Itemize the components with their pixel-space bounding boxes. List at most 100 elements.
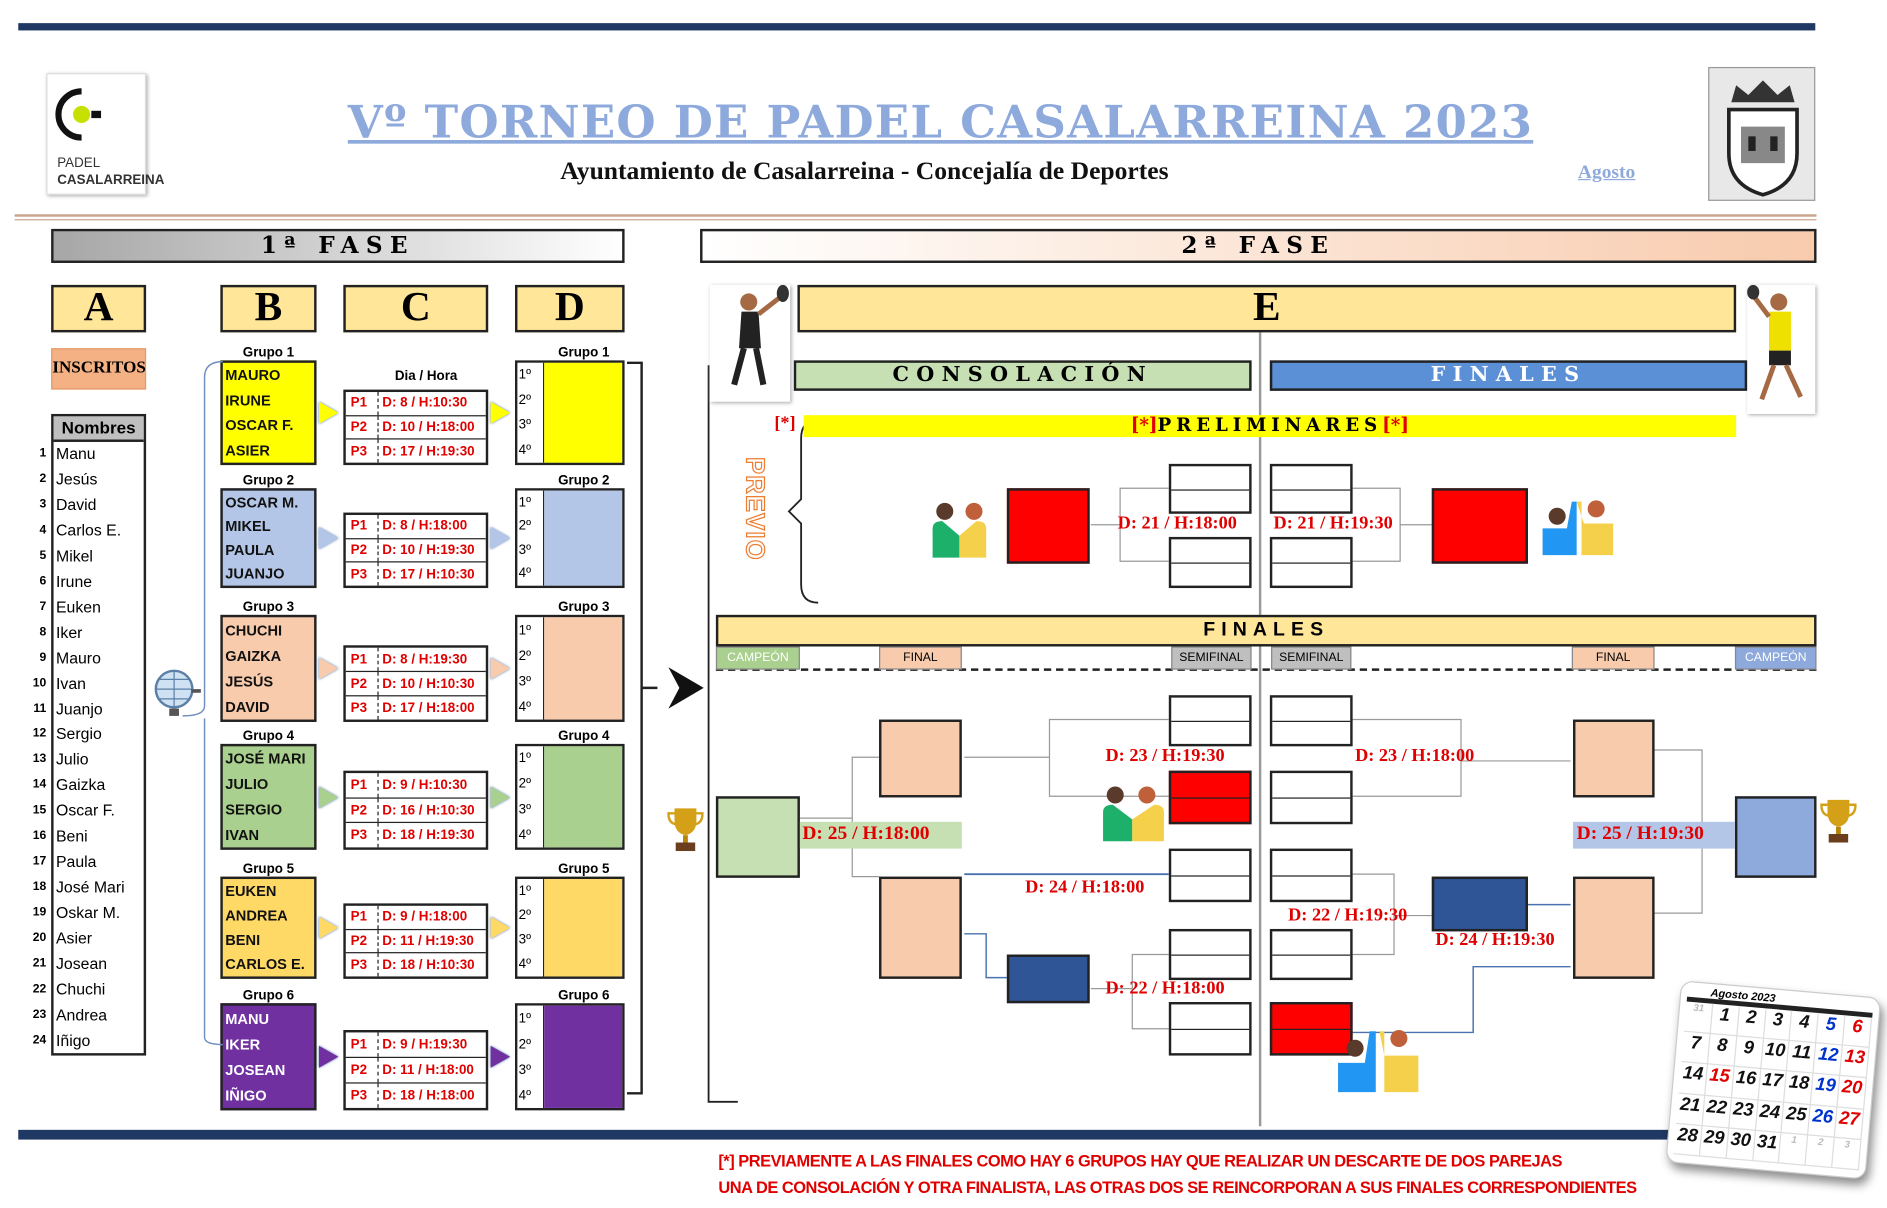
final-right-time: D: 25 / H:19:30 — [1576, 823, 1704, 844]
calendar-day[interactable]: 25 — [1781, 1102, 1812, 1136]
calendar-day[interactable]: 31 — [1752, 1130, 1782, 1164]
calendar-day[interactable]: 12 — [1813, 1043, 1844, 1077]
player-left-image — [709, 284, 791, 402]
player-name: CARLOS E. — [225, 955, 305, 973]
player-name: IÑIGO — [225, 1086, 267, 1104]
name-value: Iñigo — [56, 1031, 91, 1050]
standings-fill — [544, 746, 623, 848]
semifinal-slot — [1269, 928, 1353, 981]
name-value: Jesús — [56, 469, 98, 489]
name-number: 8 — [39, 625, 47, 639]
player-name: OSCAR M. — [225, 494, 299, 512]
town-crest — [1708, 66, 1816, 201]
calendar-day[interactable]: 16 — [1731, 1067, 1761, 1101]
match-id: P3 — [346, 823, 379, 848]
calendar-day[interactable]: 27 — [1835, 1107, 1865, 1140]
calendar-day[interactable]: 11 — [1787, 1041, 1817, 1075]
arrow-right-icon — [318, 657, 339, 680]
semi-right-top-time: D: 23 / H:18:00 — [1355, 746, 1475, 766]
calendar-day[interactable]: 28 — [1673, 1123, 1703, 1157]
calendar-day[interactable]: 19 — [1811, 1074, 1841, 1108]
calendar-day[interactable]: 13 — [1840, 1045, 1870, 1079]
calendar-day[interactable]: 30 — [1726, 1128, 1756, 1162]
calendar-day[interactable]: 23 — [1728, 1097, 1759, 1131]
calendar-day[interactable]: 1 — [1779, 1132, 1809, 1166]
calendar-day[interactable]: 3 — [1763, 1008, 1793, 1042]
name-number: 14 — [32, 778, 47, 792]
calendar-day[interactable]: 26 — [1808, 1104, 1838, 1138]
calendar-day[interactable]: 1 — [1710, 1003, 1740, 1037]
name-number: 6 — [39, 574, 47, 588]
name-number: 7 — [39, 599, 47, 614]
calendar-day[interactable]: 4 — [1790, 1010, 1820, 1044]
calendar-day[interactable]: 17 — [1758, 1069, 1788, 1103]
player-name: JOSÉ MARI — [225, 750, 306, 768]
name-number: 2 — [39, 472, 47, 486]
left-mid-time: D: 24 / H:18:00 — [1025, 877, 1145, 898]
player-name: MANU — [225, 1009, 270, 1027]
name-value: Manu — [56, 444, 96, 463]
consolacion-bar: CONSOLACIÓN — [793, 360, 1252, 391]
player-name: GAIZKA — [225, 647, 282, 665]
calendar-day[interactable]: 24 — [1755, 1100, 1785, 1133]
player-name: EUKEN — [225, 882, 277, 900]
position-label: 1º — [518, 751, 532, 767]
match-date-time: D: 18 / H:18:00 — [382, 1088, 475, 1104]
group-label-d: Grupo 1 — [558, 345, 610, 361]
match-id: P3 — [346, 953, 379, 977]
calendar-day[interactable]: 31 — [1683, 1001, 1714, 1035]
name-number: 20 — [32, 931, 47, 945]
final-right-slot — [1573, 876, 1655, 979]
player-name: DAVID — [225, 698, 270, 716]
preliminares-bar: [*]PRELIMINARES[*] — [803, 415, 1737, 438]
calendar-day[interactable]: 20 — [1837, 1076, 1867, 1110]
calendar-day[interactable]: 10 — [1760, 1038, 1791, 1072]
match-date-time: D: 11 / H:18:00 — [382, 1062, 474, 1078]
calendar-day[interactable]: 7 — [1681, 1032, 1711, 1065]
prelim-left-time: D: 21 / H:18:00 — [1117, 513, 1237, 534]
calendar-day[interactable]: 14 — [1678, 1062, 1708, 1096]
calendar-day[interactable]: 2 — [1805, 1135, 1836, 1169]
name-value: Josean — [56, 954, 108, 973]
standings-fill — [544, 490, 623, 586]
month-link[interactable]: Agosto — [1577, 161, 1636, 183]
calendar-day[interactable]: 8 — [1707, 1034, 1737, 1068]
calendar-day[interactable]: 22 — [1702, 1095, 1732, 1129]
calendar-day[interactable]: 29 — [1699, 1126, 1729, 1159]
calendar-day[interactable]: 2 — [1736, 1006, 1767, 1039]
calendar-day[interactable]: 5 — [1816, 1013, 1846, 1046]
calendar-day[interactable]: 3 — [1832, 1137, 1862, 1171]
arrow-right-icon — [490, 657, 511, 680]
final-right-slot — [1573, 719, 1655, 798]
standings-fill — [544, 879, 623, 977]
name-number: 13 — [32, 752, 47, 767]
name-value: Oscar F. — [56, 801, 115, 820]
name-number: 1 — [39, 446, 47, 461]
semifinal-slot-prelim-winner — [1269, 1002, 1353, 1056]
name-value: Carlos E. — [56, 520, 122, 540]
calendar-day[interactable]: 18 — [1784, 1071, 1814, 1105]
name-number: 4 — [39, 523, 47, 537]
position-label: 4º — [518, 956, 532, 972]
previo-label: PREVIO — [740, 456, 769, 561]
calendar-day[interactable]: 15 — [1705, 1064, 1735, 1098]
calendar-day[interactable]: 9 — [1734, 1036, 1764, 1070]
player-name: MAURO — [225, 366, 281, 384]
match-id: P1 — [346, 392, 379, 415]
top-bar — [18, 23, 1816, 31]
calendar-day[interactable]: 21 — [1675, 1093, 1706, 1127]
campeon-left-label: CAMPEÓN — [715, 646, 800, 670]
position-label: 4º — [518, 442, 532, 458]
calendar-day[interactable]: 6 — [1843, 1015, 1873, 1049]
